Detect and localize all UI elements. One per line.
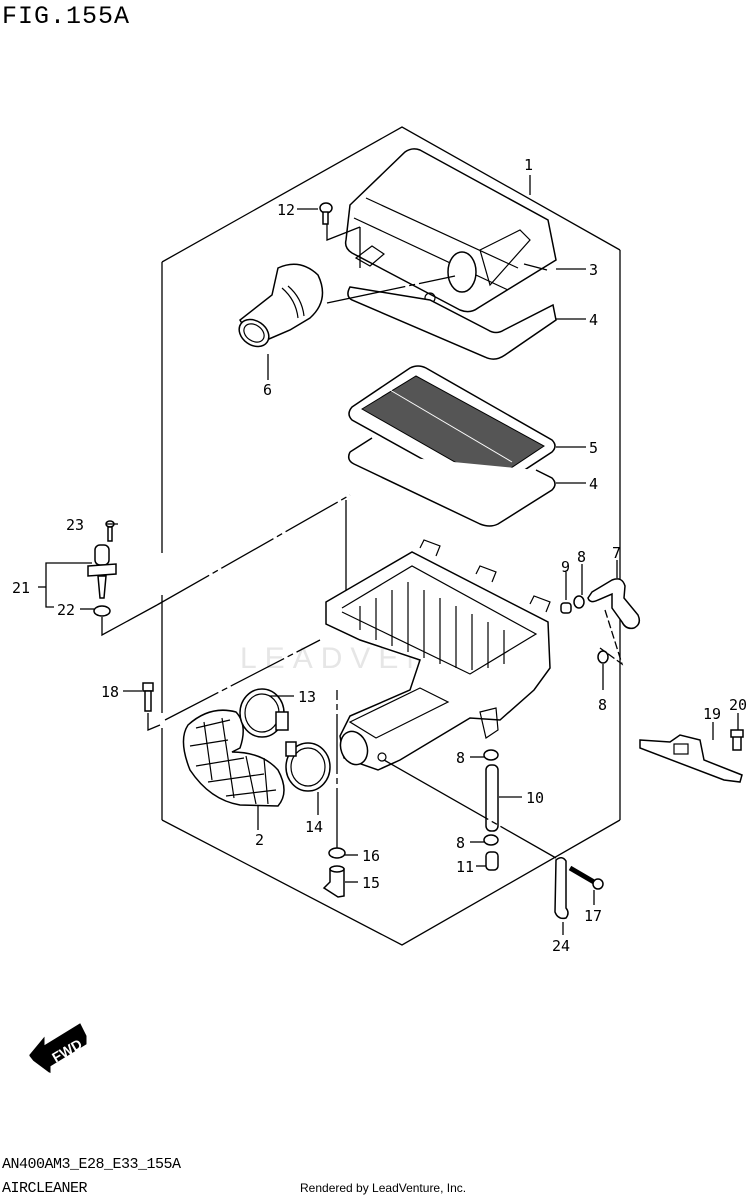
part-drain-hose[interactable]: [485, 764, 499, 832]
model-code: AN400AM3_E28_E33_155A: [2, 1156, 181, 1173]
part-breather-hose[interactable]: [587, 578, 641, 630]
callout-16[interactable]: 16: [362, 847, 380, 865]
leader-lines: [38, 175, 739, 935]
callout-9[interactable]: 9: [561, 558, 570, 576]
part-screw-12[interactable]: [319, 202, 333, 225]
callout-22[interactable]: 22: [57, 601, 75, 619]
section-name: AIRCLEANER: [2, 1180, 88, 1197]
callout-8d[interactable]: 8: [456, 834, 465, 852]
callout-8c[interactable]: 8: [456, 749, 465, 767]
callout-1[interactable]: 1: [524, 156, 533, 174]
callout-17[interactable]: 17: [584, 907, 602, 925]
callout-4-lower[interactable]: 4: [589, 475, 598, 493]
fwd-arrow-icon: FWD: [29, 1023, 87, 1074]
part-drain-cap[interactable]: [322, 865, 345, 898]
figure-title: FIG.155A: [2, 2, 131, 31]
part-clamp-a[interactable]: [239, 688, 289, 738]
part-clip-8a[interactable]: [573, 595, 585, 609]
part-air-cleaner-cover[interactable]: [344, 148, 557, 313]
part-intake-duct[interactable]: [182, 709, 285, 807]
part-bracket[interactable]: [639, 734, 743, 783]
callout-4-upper[interactable]: 4: [589, 311, 598, 329]
part-seal-lower[interactable]: [347, 437, 556, 527]
callout-10[interactable]: 10: [526, 789, 544, 807]
callout-7[interactable]: 7: [612, 544, 621, 562]
part-air-cleaner-case[interactable]: [325, 539, 551, 771]
part-seal-upper[interactable]: [347, 286, 557, 360]
callout-12[interactable]: 12: [277, 201, 295, 219]
callout-11[interactable]: 11: [456, 858, 474, 876]
part-clamp-b[interactable]: [285, 741, 331, 792]
part-inlet-pipe[interactable]: [234, 263, 324, 352]
part-bolt-18[interactable]: [142, 682, 154, 712]
part-drain-plug[interactable]: [485, 851, 499, 871]
callout-3[interactable]: 3: [589, 261, 598, 279]
callout-19[interactable]: 19: [703, 705, 721, 723]
callout-6[interactable]: 6: [263, 381, 272, 399]
callout-labels: 1 2 3 4 5 4 6 7 8 9 8 10 8 8 11 12 13 14…: [12, 156, 747, 955]
part-clip-8b[interactable]: [597, 650, 609, 664]
part-cap-9[interactable]: [560, 602, 572, 614]
part-bolt-20[interactable]: [730, 729, 744, 751]
callout-8b[interactable]: 8: [598, 696, 607, 714]
callout-15[interactable]: 15: [362, 874, 380, 892]
part-clip-8d[interactable]: [483, 834, 499, 846]
callout-13[interactable]: 13: [298, 688, 316, 706]
part-filter-element[interactable]: [348, 365, 556, 493]
callout-18[interactable]: 18: [101, 683, 119, 701]
callout-23[interactable]: 23: [66, 516, 84, 534]
callout-8a[interactable]: 8: [577, 548, 586, 566]
part-o-ring[interactable]: [93, 605, 111, 617]
part-clip-8c[interactable]: [483, 749, 499, 761]
callout-5[interactable]: 5: [589, 439, 598, 457]
render-credit: Rendered by LeadVenture, Inc.: [300, 1181, 467, 1195]
part-clip-16[interactable]: [328, 847, 346, 859]
callout-20[interactable]: 20: [729, 696, 747, 714]
part-bolt-17[interactable]: [568, 865, 604, 890]
callout-21[interactable]: 21: [12, 579, 30, 597]
callout-2[interactable]: 2: [255, 831, 264, 849]
part-stay[interactable]: [554, 857, 569, 920]
callout-14[interactable]: 14: [305, 818, 323, 836]
callout-24[interactable]: 24: [552, 937, 570, 955]
part-sensor-assy[interactable]: [87, 544, 117, 599]
assembly-frame: [161, 126, 621, 946]
